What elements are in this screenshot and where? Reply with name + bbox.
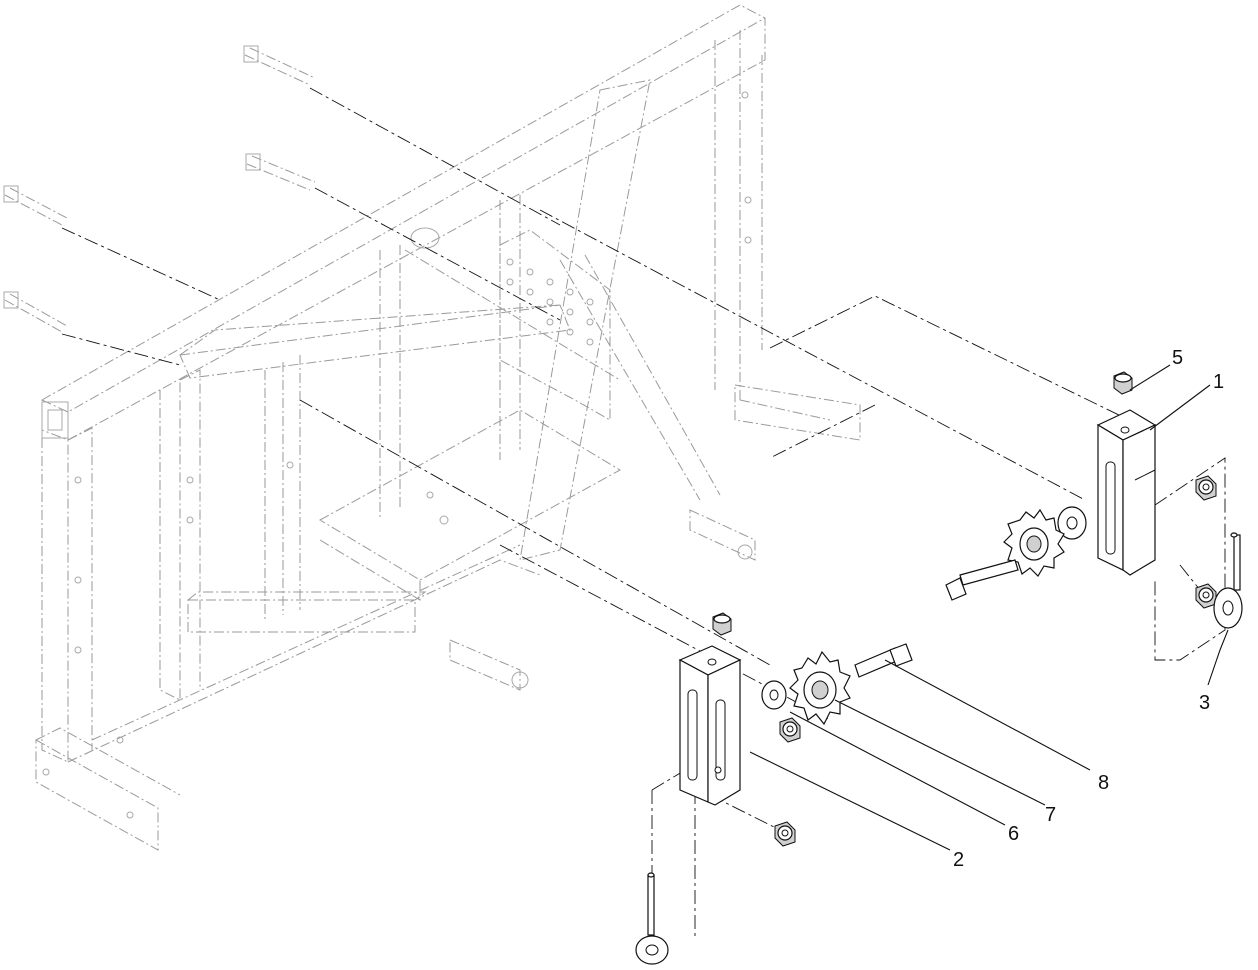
callout-8: 8 bbox=[1098, 772, 1109, 794]
callout-labels: 5 1 3 8 7 6 2 bbox=[953, 347, 1224, 871]
bracket-right bbox=[1096, 409, 1157, 576]
callout-6: 6 bbox=[1008, 823, 1019, 845]
leader-lines bbox=[749, 364, 1229, 851]
nut-upper-right bbox=[1113, 371, 1133, 395]
washer-upper bbox=[1057, 506, 1087, 540]
phantom-bolts bbox=[3, 45, 316, 333]
callout-3: 3 bbox=[1199, 692, 1210, 714]
lock-nut-lower-upper bbox=[779, 717, 801, 743]
lock-nut-lower-bottom bbox=[774, 821, 796, 847]
washer-lower bbox=[761, 680, 787, 710]
lock-nut-right-lower bbox=[1195, 583, 1217, 609]
phantom-frame bbox=[35, 4, 861, 851]
bolt-upper bbox=[945, 559, 1019, 601]
callout-2: 2 bbox=[953, 849, 964, 871]
callout-5: 5 bbox=[1172, 347, 1183, 369]
callout-1: 1 bbox=[1213, 371, 1224, 393]
sprocket-lower bbox=[789, 650, 851, 726]
callout-7: 7 bbox=[1045, 804, 1056, 826]
bolt-lower bbox=[854, 643, 913, 678]
lock-nut-right-upper bbox=[1195, 475, 1217, 501]
eye-bolt-lower bbox=[635, 872, 669, 965]
nut-lower-top bbox=[712, 612, 732, 636]
sprocket-upper bbox=[1003, 508, 1065, 577]
eye-bolt-right bbox=[1213, 532, 1243, 629]
bracket-lower bbox=[678, 645, 742, 806]
